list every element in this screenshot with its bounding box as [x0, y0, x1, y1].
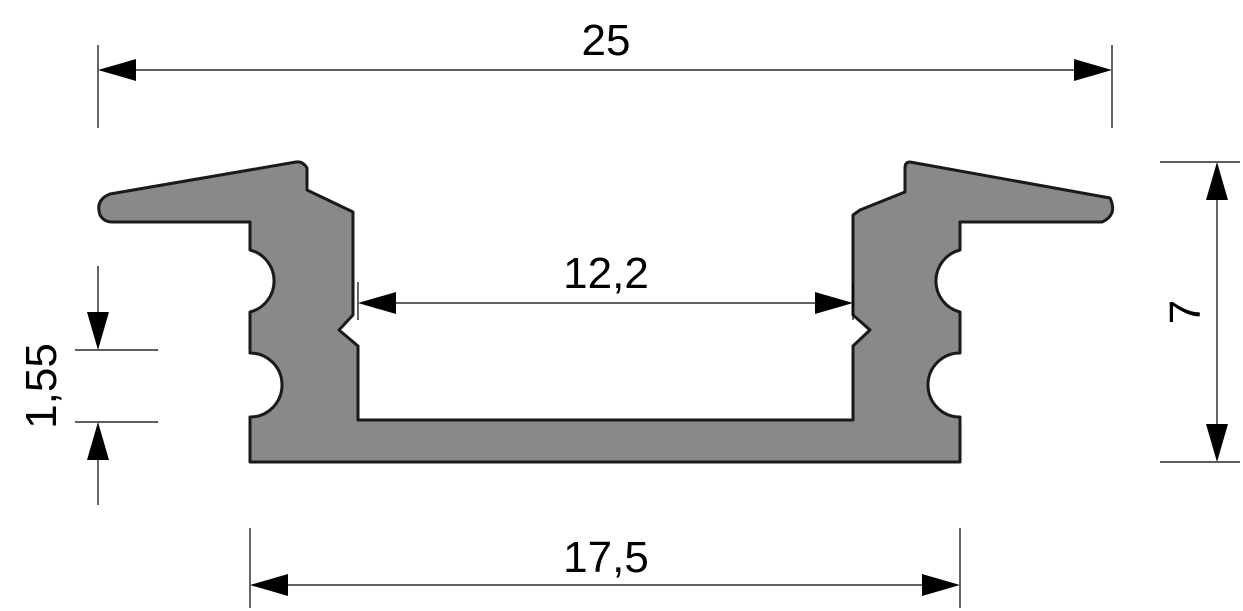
arrowhead-right	[815, 292, 853, 314]
arrowhead-right	[922, 574, 960, 596]
base-width-label: 17,5	[563, 533, 649, 582]
profile-cross-section	[97, 160, 1115, 464]
arrowhead-left	[98, 59, 136, 81]
arrowhead-up	[1206, 162, 1228, 200]
overall-width-label: 25	[582, 16, 631, 65]
arrowhead-left	[358, 292, 396, 314]
arrowhead-left	[250, 574, 288, 596]
arrowhead-right	[1074, 59, 1112, 81]
groove-pitch-label: 1,55	[17, 343, 66, 429]
arrowhead-down	[87, 312, 109, 350]
arrowhead-down	[1206, 424, 1228, 462]
arrowhead-up	[87, 422, 109, 460]
inner-width-label: 12,2	[563, 249, 649, 298]
height-label: 7	[1161, 300, 1210, 324]
